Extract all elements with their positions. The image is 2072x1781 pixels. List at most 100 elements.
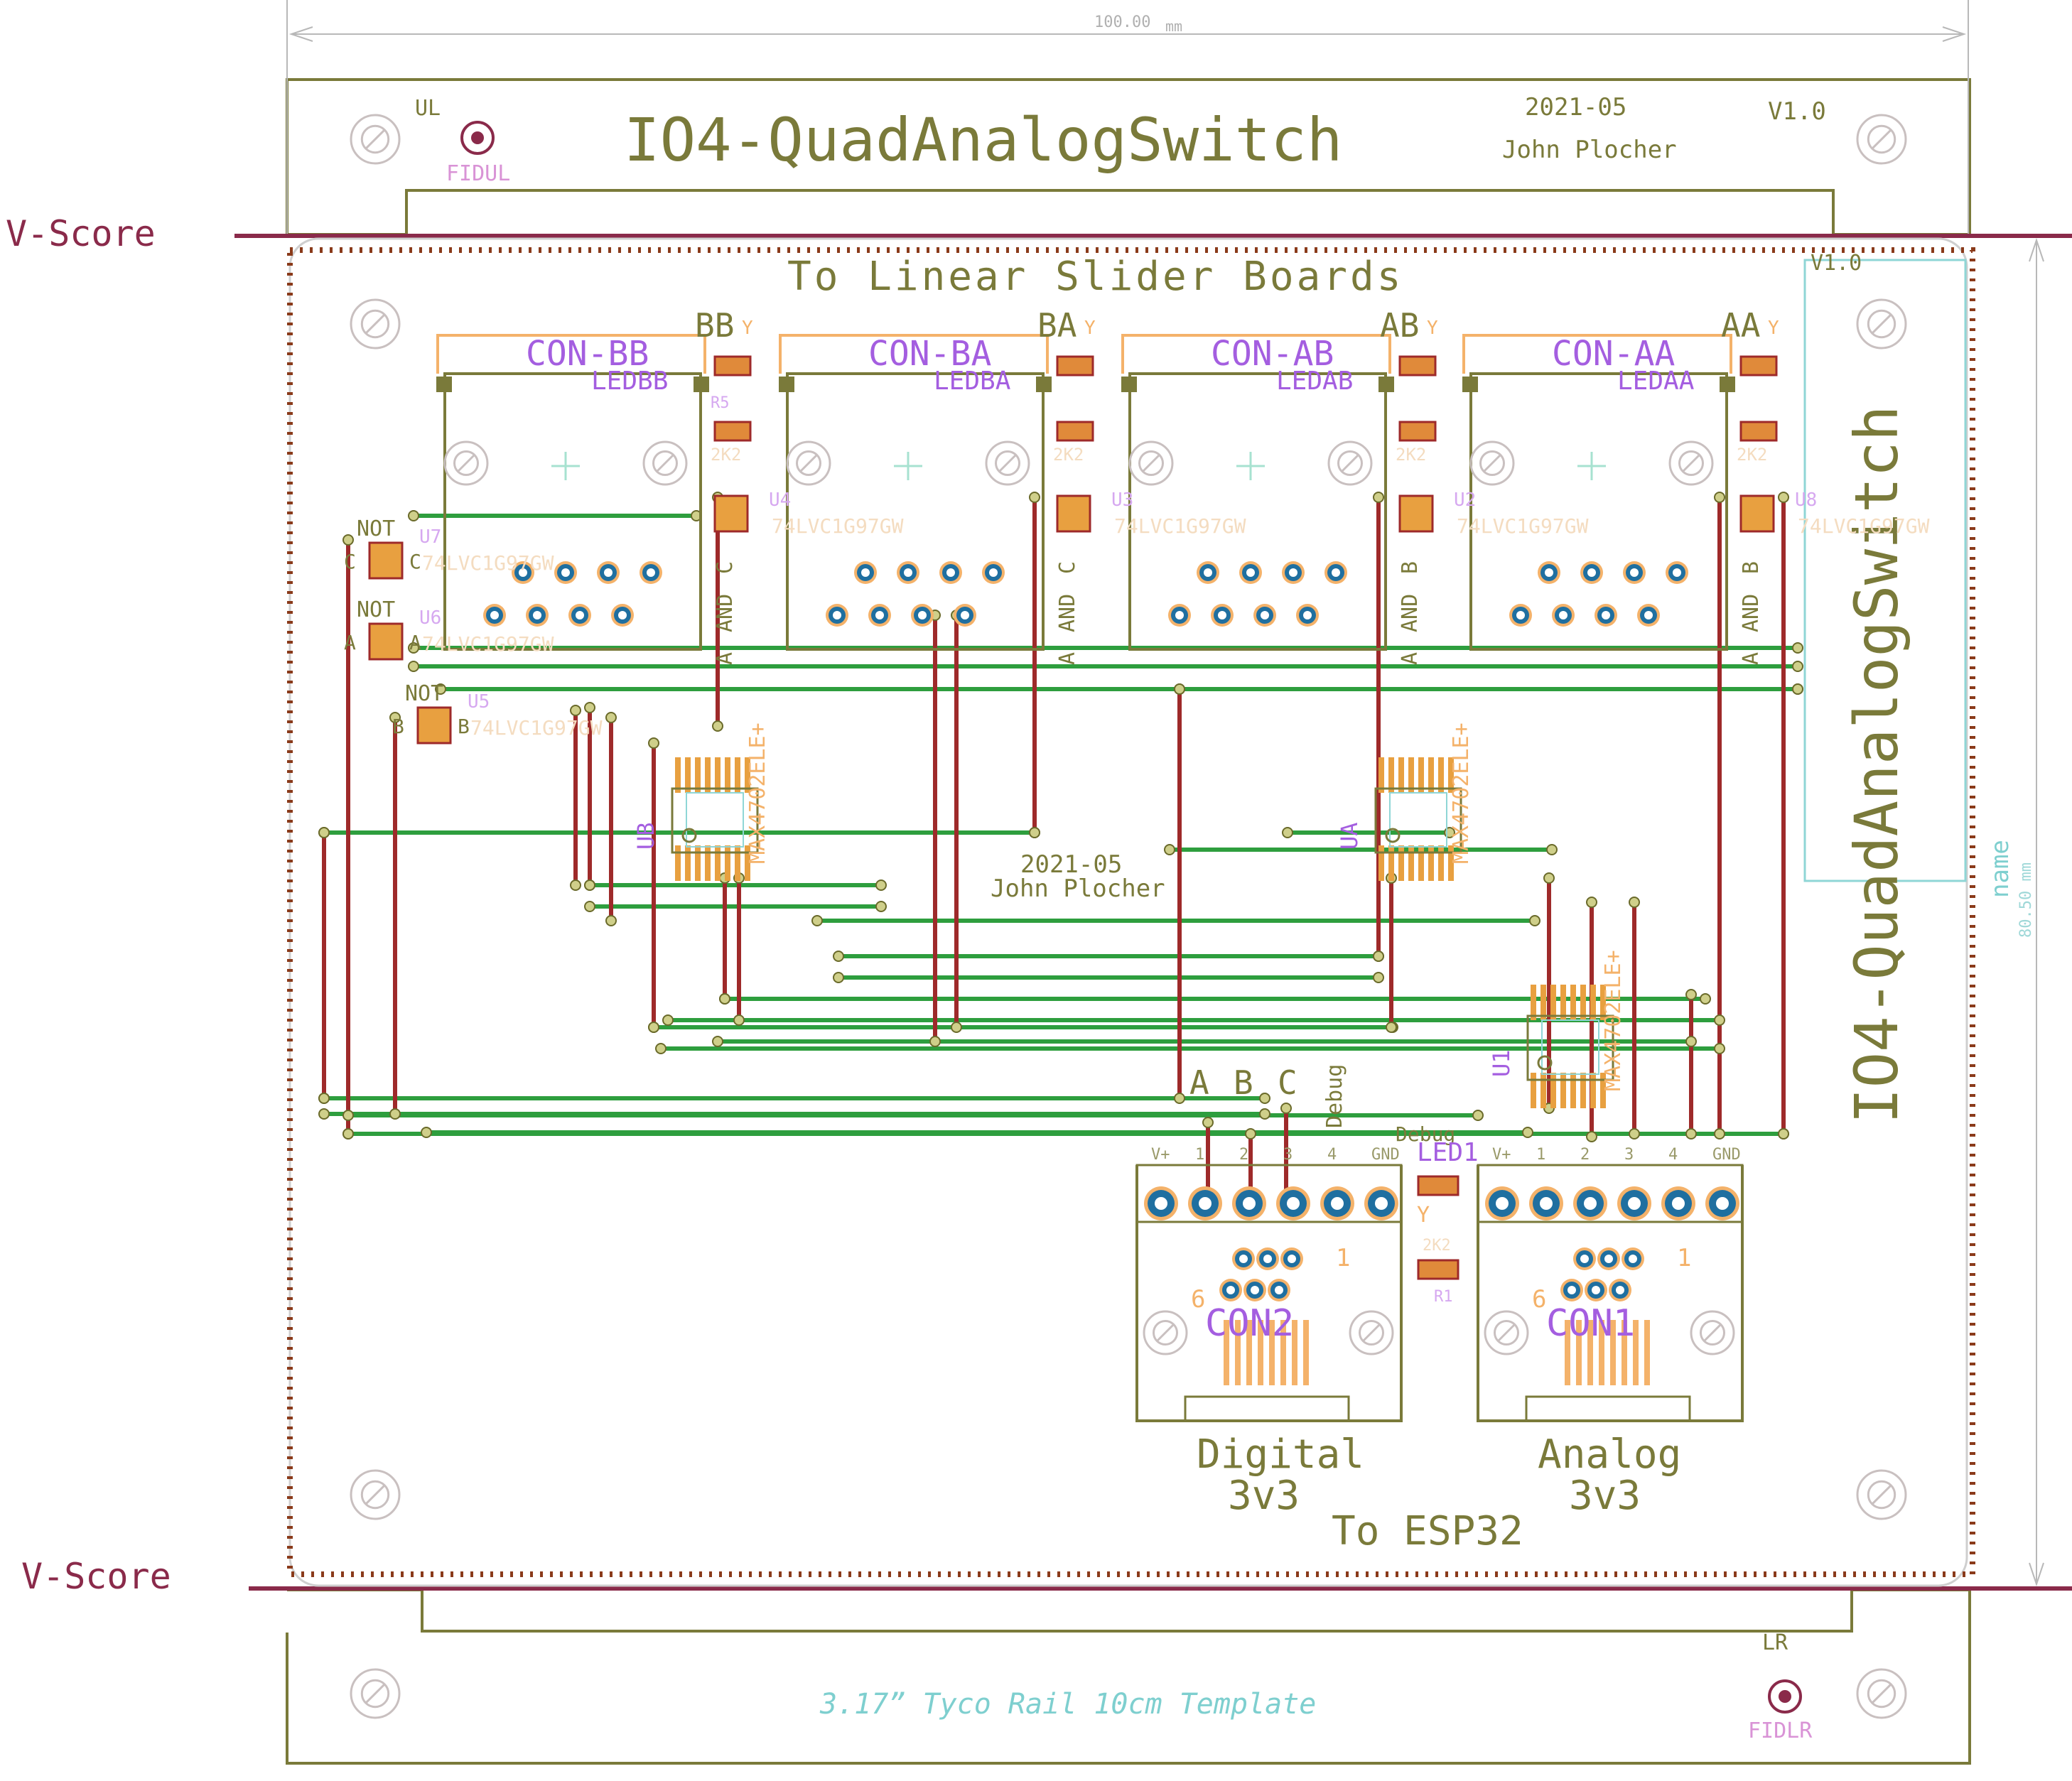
logic-chip-package — [1056, 494, 1091, 533]
header-pad-hole — [1496, 1197, 1509, 1210]
header-version: V1.0 — [1768, 97, 1826, 126]
not-gate-in: A — [344, 631, 356, 654]
mounting-hole-inner — [796, 450, 821, 476]
height-dimension — [1961, 235, 2072, 1589]
debug-led-name: LED1 — [1417, 1138, 1479, 1167]
pad-hole — [561, 568, 570, 577]
group-label-bb: BB — [695, 306, 734, 345]
fiducial-lr-name: FIDLR — [1748, 1718, 1813, 1743]
connector-name-ab: CON-AB — [1211, 334, 1334, 374]
mux-chip-u1 — [1526, 985, 1614, 1108]
via — [1164, 844, 1175, 855]
mux-ref-ua: UA — [1336, 822, 1363, 850]
mounting-hole-slash — [1871, 313, 1892, 335]
not-gate-chip: U6 — [419, 607, 441, 629]
pad-hole — [1251, 1286, 1259, 1294]
header-title: IO4-QuadAnalogSwitch — [624, 105, 1342, 175]
header-pin-label: 2 — [1580, 1146, 1590, 1164]
mux-pin — [1408, 845, 1414, 881]
side-title: IO4-QuadAnalogSwitch — [1842, 406, 1911, 1124]
pad-hole — [1246, 568, 1255, 577]
via — [1174, 1093, 1185, 1104]
via — [875, 879, 887, 891]
debug-led-package — [1417, 1175, 1459, 1196]
header-pin-label: 2 — [1239, 1146, 1248, 1164]
via — [1778, 492, 1789, 503]
mux-ref-ub: UB — [632, 822, 659, 850]
mux-pin — [1428, 845, 1434, 881]
board-keepout-dotted — [287, 247, 1975, 1577]
mux-pin — [1570, 1073, 1576, 1108]
mux-pin — [705, 845, 711, 881]
chip-part-ba: 74LVC1G97GW — [1114, 514, 1246, 538]
mounting-hole-ring — [350, 1668, 401, 1719]
mounting-hole-slash — [1681, 453, 1701, 473]
mounting-holes — [350, 114, 1907, 1719]
mounting-hole-slash — [1871, 1683, 1892, 1704]
mounting-hole-slash — [1871, 1484, 1892, 1505]
via — [342, 1128, 354, 1139]
pad-hole — [1275, 1286, 1283, 1294]
pad-hole — [904, 568, 912, 577]
not-gate-part: 74LVC1G97GW — [422, 632, 554, 656]
mounting-hole-icon — [642, 440, 688, 486]
mounting-hole-ring — [1856, 1668, 1907, 1719]
header-pin-label: V+ — [1492, 1146, 1511, 1164]
contact-finger — [1565, 1320, 1570, 1385]
mux-pin — [1418, 845, 1424, 881]
mux-pin — [735, 757, 740, 793]
gate-b-ab: B — [1398, 561, 1423, 574]
chip-part-aa: 74LVC1G97GW — [1798, 514, 1930, 538]
pad-hole — [1239, 1255, 1248, 1263]
led-name-ba: LEDBA — [934, 367, 1011, 396]
gate-a-aa: A — [1739, 652, 1764, 665]
mounting-hole-inner — [1494, 1320, 1519, 1346]
header-pin-label: GND — [1712, 1146, 1741, 1164]
mux-pin — [1448, 757, 1454, 793]
group-label-aa: AA — [1721, 306, 1760, 345]
not-gate-label: NOT — [357, 516, 395, 541]
header-pin-label: 3 — [1624, 1146, 1634, 1164]
mounting-hole-icon — [1469, 440, 1515, 486]
mux-pin — [1560, 1073, 1566, 1108]
version-small: V1.0 — [1811, 251, 1862, 276]
via — [342, 534, 354, 546]
mux-pin — [1378, 845, 1384, 881]
mounting-hole-slash — [365, 1484, 386, 1505]
mounting-hole-icon — [350, 298, 401, 350]
pad-hole — [1592, 1286, 1600, 1294]
mounting-hole-icon — [443, 440, 489, 486]
mounting-hole-slash — [1482, 453, 1502, 473]
pad-hole — [961, 611, 969, 619]
debug-resistor-value: 2K2 — [1423, 1237, 1451, 1255]
not-gate-u5 — [416, 706, 452, 745]
via — [1472, 1110, 1484, 1121]
gate-a-bb: A — [713, 652, 738, 665]
mounting-hole-ring — [1856, 114, 1907, 165]
mounting-hole-ring — [350, 298, 401, 350]
pad-hole — [1303, 611, 1312, 619]
pad-hole — [1175, 611, 1184, 619]
via — [318, 827, 330, 838]
contact-finger — [1292, 1320, 1297, 1385]
mounting-hole-slash — [365, 129, 386, 150]
chip-ref-bb: U4 — [769, 489, 791, 511]
mux-pin — [1590, 1073, 1596, 1108]
contact-finger — [1610, 1320, 1616, 1385]
keepout-outline — [436, 334, 706, 374]
debug-led-color: Y — [1417, 1203, 1430, 1228]
mux-inner — [686, 792, 744, 848]
mounting-hole-ring — [1856, 1469, 1907, 1520]
not-gate-out: A — [409, 631, 421, 654]
abc-label-c: C — [1278, 1063, 1297, 1102]
mounting-hole-ring — [1484, 1310, 1529, 1355]
mux-pin — [1531, 985, 1536, 1020]
via — [1174, 683, 1185, 695]
mounting-hole-slash — [456, 453, 476, 473]
via — [1245, 1128, 1256, 1139]
mounting-hole-slash — [365, 313, 386, 335]
mux-pin — [745, 757, 750, 793]
mounting-hole-inner — [1867, 309, 1896, 339]
mux-pin — [1560, 985, 1566, 1020]
header-pin-label: 1 — [1536, 1146, 1545, 1164]
